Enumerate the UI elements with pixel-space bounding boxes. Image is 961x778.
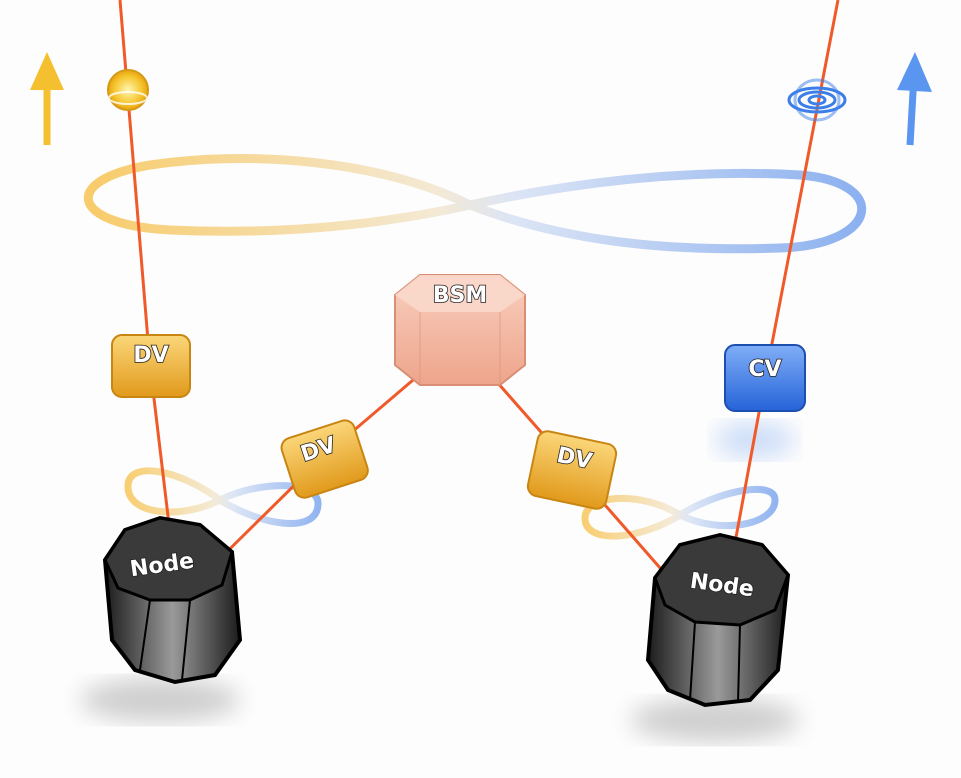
cv-label: CV [748,357,781,382]
entanglement-loop-large [83,154,867,254]
yellow-arrow-icon [30,52,64,145]
blue-arrow-icon [897,52,932,146]
dv-left-label: DV [133,343,168,368]
bsm-label: BSM [433,283,488,308]
entanglement-loop-left [124,467,322,527]
wave-packet-icon [787,78,847,122]
node-shadow [630,698,800,742]
dv-module-left: DV [111,334,191,398]
dv-module-mid-left: DV [280,419,369,499]
dv-module-mid-right: DV [526,430,618,510]
cv-module: CV [724,344,806,412]
node-right: Node [645,532,791,708]
bsm-module: BSM [394,274,526,386]
photon-particle-icon [107,69,149,111]
laser-right [728,0,840,571]
node-shadow [80,678,240,722]
node-left: Node [102,515,243,685]
